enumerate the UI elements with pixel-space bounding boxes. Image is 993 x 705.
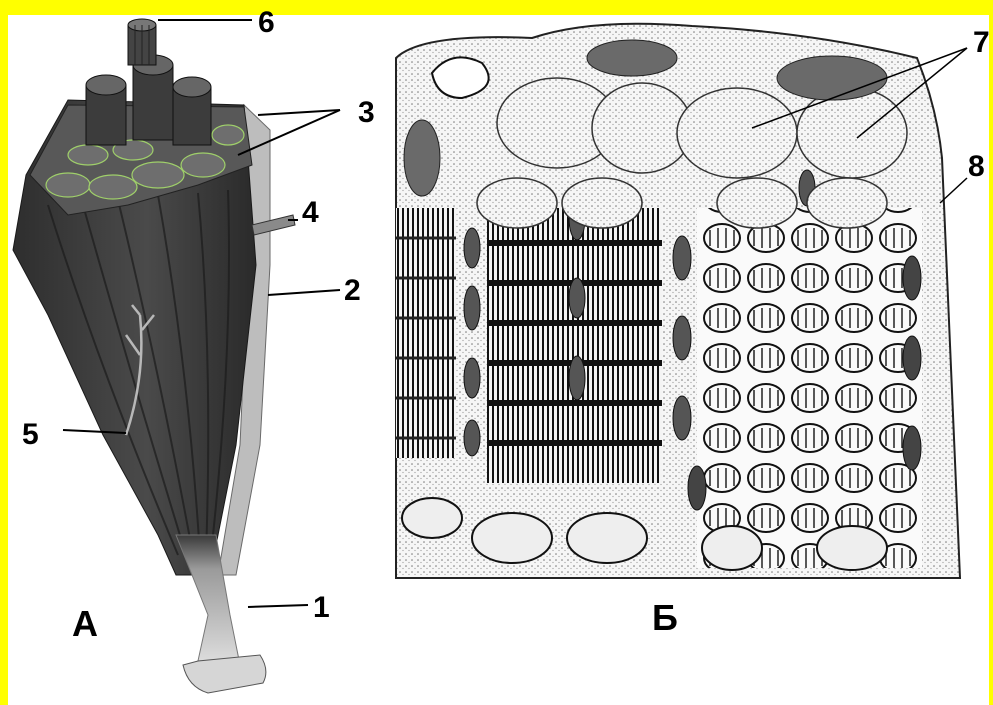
label-4: 4: [302, 198, 319, 228]
panel-letter-a: А: [72, 606, 98, 642]
myofibril-left: [396, 208, 456, 458]
micrograph-drawing: [392, 18, 992, 588]
yellow-frame-top: [0, 0, 993, 15]
label-5: 5: [22, 420, 39, 450]
fascicle-cylinders: [86, 55, 211, 145]
panel-letter-b: Б: [652, 600, 678, 636]
myofibril-bundle: [128, 19, 156, 65]
label-2: 2: [344, 276, 361, 306]
panel-a-muscle-illustration: [8, 15, 390, 705]
label-8: 8: [968, 152, 985, 182]
label-1: 1: [313, 593, 330, 623]
muscle-drawing: [8, 15, 390, 705]
label-7: 7: [973, 28, 990, 58]
yellow-frame-left: [0, 0, 8, 705]
reticulum-network: [697, 208, 922, 568]
label-6: 6: [258, 8, 275, 38]
label-3: 3: [358, 98, 375, 128]
tendon-end: [183, 655, 266, 693]
panel-b-micrograph: [392, 18, 992, 588]
